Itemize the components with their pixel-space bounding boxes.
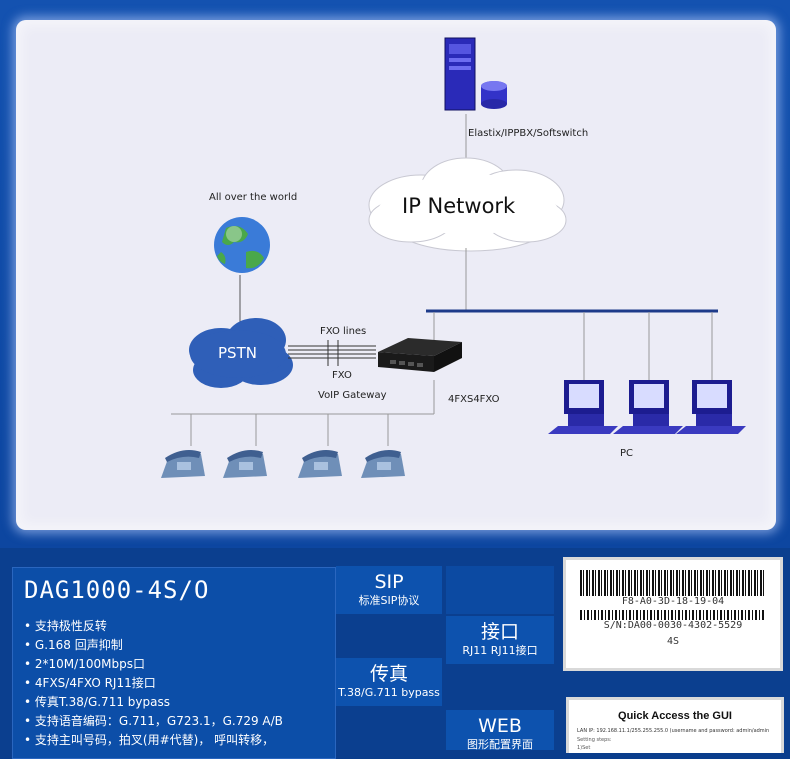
fax-tag-subtitle: T.38/G.711 bypass [338, 686, 440, 699]
web-tag-title: WEB [478, 715, 522, 737]
fxo-lines [288, 340, 376, 366]
fxo-label: FXO [332, 370, 352, 381]
server-label: Elastix/IPPBX/Softswitch [468, 128, 589, 139]
sip-tag-subtitle: 标准SIP协议 [358, 594, 420, 607]
globe-icon [214, 217, 270, 273]
pc-label: PC [620, 448, 634, 459]
feature-item: 支持极性反转 [24, 617, 283, 636]
pc-icon [676, 380, 746, 434]
telephone-icon [361, 450, 405, 478]
telephone-icon [298, 450, 342, 478]
fax-tag-title: 传真 [369, 663, 408, 685]
step-text: 1)Set [577, 745, 591, 751]
pstn-label: PSTN [218, 344, 257, 362]
barcode-icon [580, 610, 766, 620]
serial-number: S/N:DA00-0030-4302-5529 [603, 620, 743, 631]
network-diagram: Elastix/IPPBX/Softswitch IP Network All … [16, 20, 776, 530]
feature-list: 支持极性反转 G.168 回声抑制 2*10M/100Mbps口 4FXS/4F… [24, 617, 283, 750]
server-icon [444, 37, 507, 111]
interface-tag-title: 接口 [480, 621, 519, 643]
gateway-model-label: 4FXS4FXO [448, 394, 500, 405]
pstn-cloud [189, 318, 293, 388]
pc-icon [613, 380, 683, 434]
fax-tag: 传真 T.38/G.711 bypass [336, 658, 442, 706]
web-tag: WEB 图形配置界面 [446, 710, 554, 751]
feature-item: G.168 回声抑制 [24, 636, 283, 655]
ip-network-label: IP Network [402, 194, 516, 218]
tag-spacer [446, 566, 554, 614]
barcode-icon [580, 570, 766, 596]
interface-tag-subtitle: RJ11 RJ11接口 [462, 644, 538, 657]
setting-steps-text: Setting steps: [577, 737, 612, 743]
device-label-photo: F8-A0-3D-18-19-04 S/N:DA00-0030-4302-552… [563, 557, 783, 671]
pc-icon [548, 380, 618, 434]
feature-item: 4FXS/4FXO RJ11接口 [24, 674, 283, 693]
lan-ip-text: LAN IP: 192.168.11.1/255.255.255.0 (user… [577, 728, 770, 734]
feature-item: 2*10M/100Mbps口 [24, 655, 283, 674]
fxo-lines-label: FXO lines [320, 326, 367, 337]
mac-address: F8-A0-3D-18-19-04 [621, 596, 725, 607]
quick-access-title: Quick Access the GUI [618, 710, 732, 722]
interface-tag: 接口 RJ11 RJ11接口 [446, 616, 554, 664]
voip-gateway-icon [378, 338, 462, 372]
sip-tag-title: SIP [374, 571, 404, 593]
model-code: 4S [666, 636, 680, 647]
product-title: DAG1000-4S/O [24, 576, 210, 604]
sip-tag: SIP 标准SIP协议 [336, 566, 442, 614]
feature-item: 支持主叫号码，拍叉(用#代替)， 呼叫转移， [24, 731, 283, 750]
web-tag-subtitle: 图形配置界面 [467, 738, 533, 751]
telephone-icon [161, 450, 205, 478]
gateway-label: VoIP Gateway [318, 390, 387, 401]
feature-item: 支持语音编码：G.711，G723.1，G.729 A/B [24, 712, 283, 731]
feature-item: 传真T.38/G.711 bypass [24, 693, 283, 712]
diagram-graphics [161, 37, 746, 478]
telephone-icon [223, 450, 267, 478]
world-label: All over the world [209, 192, 298, 203]
quick-access-card: Quick Access the GUI LAN IP: 192.168.11.… [566, 697, 784, 753]
